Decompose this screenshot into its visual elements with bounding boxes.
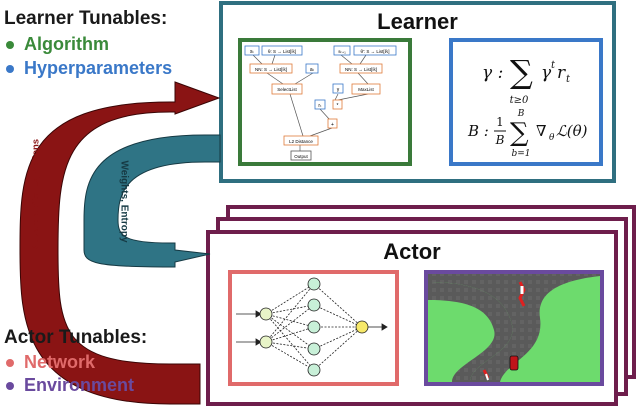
graph-node-gamma	[332, 83, 344, 94]
neural-network	[236, 283, 388, 371]
input-node-1	[259, 307, 273, 321]
hidden-node-2	[307, 298, 321, 312]
formula-b-den: B	[495, 133, 505, 147]
formula-gamma-tail-sub: t	[566, 74, 571, 85]
graph-node-s1	[244, 45, 260, 56]
graph-node-s4	[353, 45, 397, 56]
race-track-image	[428, 274, 600, 382]
actor-tunable-network-label: Network	[24, 352, 96, 372]
graph-node-mult-label: *	[337, 103, 339, 109]
actor-tunables-title: Actor Tunables:	[4, 327, 148, 348]
actor-tunable-environment-label: Environment	[24, 375, 135, 395]
hidden-node-3	[307, 320, 321, 334]
formula-b-body-sub: θ	[549, 133, 555, 143]
computation-graph	[252, 54, 369, 151]
hidden-node-4	[307, 342, 321, 356]
hidden-node-5	[307, 363, 321, 377]
rewards-states-actions-label: Rewards, States, Actions	[30, 138, 42, 253]
formula-gamma: γ : ∑ t≥0 γ t r t	[482, 53, 571, 106]
graph-node-a1-label: aₜ	[310, 67, 315, 73]
graph-node-select	[271, 83, 303, 95]
formula-b-sum-sup: B	[517, 109, 525, 119]
graph-node-l2	[283, 135, 319, 146]
formula-gamma-tail: r	[557, 63, 566, 83]
graph-node-l2-label: L2 Distance	[289, 139, 313, 144]
input-node-2	[259, 335, 273, 349]
graph-node-plus-label: +	[331, 122, 334, 128]
network-nodes	[259, 277, 369, 377]
graph-node-mult	[332, 99, 343, 110]
formula-b-sum-sub: b=1	[511, 149, 530, 159]
graph-node-r-label: rₜ	[318, 103, 322, 109]
graph-node-s3	[333, 45, 351, 56]
bullet-icon	[6, 358, 14, 367]
learner-tunable-hyperparameters: Hyperparameters	[6, 58, 172, 79]
graph-node-r	[314, 99, 326, 110]
bullet-icon	[6, 64, 14, 73]
formula-b-body: ∇	[536, 122, 546, 140]
hidden-node-1	[307, 277, 321, 291]
learner-tunable-algorithm: Algorithm	[6, 34, 109, 55]
graph-node-s4-label: θ': S → List[ℝ]	[361, 49, 390, 54]
learner-tunables-title: Learner Tunables:	[4, 8, 168, 29]
graph-node-output-label: Output	[294, 154, 308, 159]
learner-title: Learner	[377, 9, 458, 34]
formula-b-sum-sign: ∑	[510, 118, 529, 148]
actor-tunable-network: Network	[6, 352, 95, 373]
graph-node-s1-label: sₜ	[250, 49, 255, 55]
graph-node-nn2-label: NN: S → List[ℝ]	[345, 67, 377, 72]
formula-gamma-sum-sign: ∑	[510, 53, 533, 91]
formula-b-tail: ℒ(θ)	[556, 122, 588, 140]
formula-gamma-sum-sub: t≥0	[510, 95, 529, 106]
graph-node-gamma-label: γ	[337, 87, 340, 93]
graph-node-nn1	[249, 63, 293, 74]
graph-node-a1	[305, 63, 319, 74]
formula-b: B : 1 B B ∑ b=1 ∇ θ ℒ(θ)	[467, 109, 588, 159]
learner-tunable-algorithm-label: Algorithm	[24, 34, 109, 54]
graph-node-output	[290, 150, 312, 161]
actor-title: Actor	[383, 239, 441, 264]
graph-node-s2	[261, 45, 303, 56]
graph-node-select-label: SelectList	[277, 87, 297, 92]
formula-gamma-body: γ	[541, 63, 552, 83]
graph-node-s3-label: sₜ₊₁	[338, 49, 346, 54]
formula-gamma-lhs: γ :	[482, 63, 503, 83]
graph-node-nn2	[339, 63, 383, 74]
graph-node-nn1-label: NN: S → List[ℝ]	[255, 67, 287, 72]
graph-node-max	[351, 83, 381, 95]
learner-tunable-hyperparameters-label: Hyperparameters	[24, 58, 173, 78]
actor-tunable-environment: Environment	[6, 375, 134, 396]
race-car	[509, 355, 519, 371]
graph-node-s2-label: θ: S → List[ℝ]	[268, 49, 296, 54]
bullet-icon	[6, 381, 14, 390]
formula-gamma-sup: t	[551, 60, 556, 71]
bullet-icon	[6, 40, 14, 49]
weights-entropy-label: Weights, Entropy	[118, 160, 130, 243]
formula-box	[449, 38, 603, 166]
graph-node-plus	[327, 118, 338, 129]
rewards-arrow	[19, 81, 221, 405]
graph-nodes: sₜ θ: S → List[ℝ] NN: S → List[ℝ] aₜ sₜ₊…	[244, 45, 397, 161]
output-node	[355, 320, 369, 334]
formula-b-lhs: B :	[467, 122, 489, 140]
graph-node-max-label: MaxList	[358, 87, 374, 92]
weights-arrow	[83, 134, 221, 268]
formula-b-num: 1	[496, 115, 504, 129]
